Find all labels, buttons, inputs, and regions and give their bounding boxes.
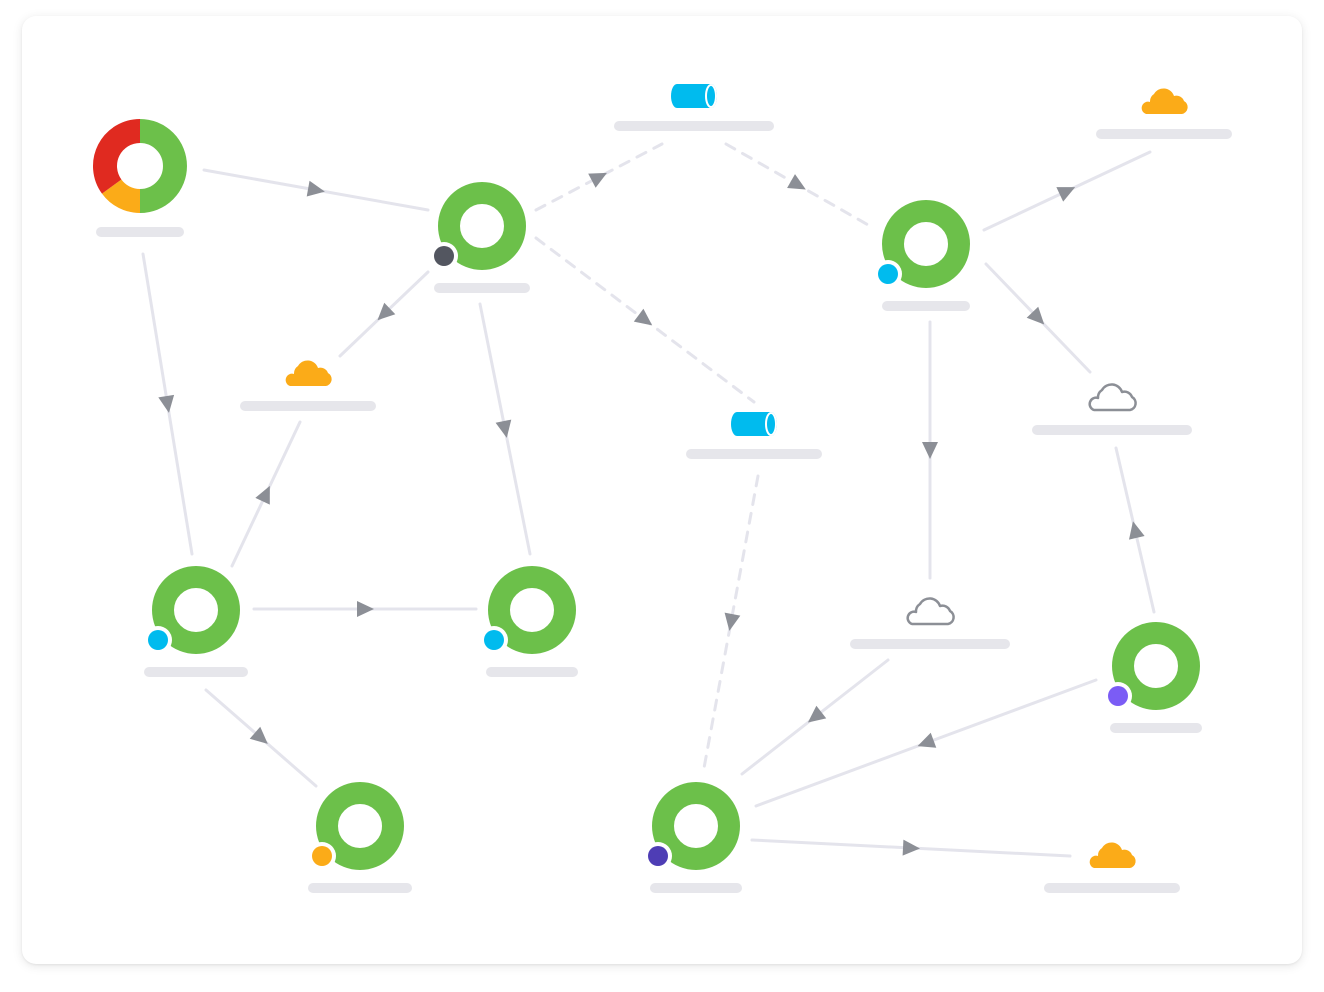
node-label-placeholder <box>434 283 530 293</box>
node-label-placeholder <box>240 401 376 411</box>
arrow-icon <box>917 732 937 748</box>
status-segment-warning <box>101 178 141 213</box>
arrow-icon <box>588 172 607 188</box>
arrow-icon <box>633 308 653 326</box>
node-label-placeholder <box>1096 129 1232 139</box>
arrow-icon <box>495 419 512 438</box>
ring-status-icon <box>438 182 526 270</box>
status-badge <box>1104 682 1132 710</box>
status-segment-healthy <box>139 119 187 213</box>
cloud-outline-icon <box>1088 383 1137 412</box>
node-cloud-center[interactable] <box>850 597 1010 649</box>
edge-service-a-to-cloud-mid-left <box>338 270 430 358</box>
edge-service-c-to-service-f <box>204 688 318 788</box>
arrow-icon <box>1129 521 1145 540</box>
queue-cylinder-icon <box>671 84 717 108</box>
node-label-placeholder <box>1044 883 1180 893</box>
node-cloud-top-right[interactable] <box>1096 88 1232 139</box>
arrow-icon <box>922 442 938 459</box>
node-service-b[interactable] <box>874 200 970 311</box>
cloud-icon <box>1089 842 1136 868</box>
arrow-icon <box>357 601 374 617</box>
edge-service-b-to-cloud-top-right <box>982 150 1152 232</box>
edge-service-e-to-cloud-mid-right <box>1114 446 1156 614</box>
arrow-icon <box>724 612 741 631</box>
arrow-icon <box>1026 306 1045 325</box>
cloud-icon <box>285 360 332 386</box>
edge-service-b-to-cloud-center <box>922 320 938 580</box>
node-root-service[interactable] <box>93 119 187 237</box>
ring-status-icon <box>488 566 576 654</box>
nodes-layer <box>93 84 1232 893</box>
node-label-placeholder <box>850 639 1010 649</box>
status-badge <box>874 260 902 288</box>
node-queue-mid[interactable] <box>686 412 822 459</box>
node-label-placeholder <box>650 883 742 893</box>
edge-root-service-to-service-c <box>141 252 194 556</box>
edge-queue-mid-to-service-g <box>702 474 760 770</box>
node-label-placeholder <box>96 227 184 237</box>
node-service-c[interactable] <box>144 566 248 677</box>
node-cloud-mid-left[interactable] <box>240 360 376 411</box>
status-segment-critical <box>93 119 141 194</box>
ring-status-icon <box>316 782 404 870</box>
edges-layer <box>141 142 1156 858</box>
arrow-icon <box>807 705 827 723</box>
edge-service-a-to-queue-mid <box>534 236 756 404</box>
edge-queue-top-to-service-b <box>724 142 872 228</box>
node-label-placeholder <box>882 301 970 311</box>
arrow-icon <box>377 302 396 321</box>
node-label-placeholder <box>1032 425 1192 435</box>
arrow-icon <box>787 174 806 190</box>
node-service-e[interactable] <box>1104 622 1202 733</box>
node-label-placeholder <box>614 121 774 131</box>
node-cloud-bottom-right[interactable] <box>1044 842 1180 893</box>
node-label-placeholder <box>144 667 248 677</box>
edge-service-c-to-cloud-mid-left <box>230 420 302 568</box>
arrow-icon <box>306 180 325 197</box>
ring-status-icon <box>152 566 240 654</box>
cloud-icon <box>1141 88 1188 114</box>
status-badge <box>430 242 458 270</box>
arrow-icon <box>249 726 268 744</box>
node-label-placeholder <box>308 883 412 893</box>
arrow-icon <box>902 839 920 856</box>
status-badge <box>144 626 172 654</box>
ring-status-icon <box>882 200 970 288</box>
node-queue-top[interactable] <box>614 84 774 131</box>
arrow-icon <box>158 394 175 413</box>
edge-service-c-to-service-d <box>252 601 478 617</box>
edge-cloud-center-to-service-g <box>740 658 890 776</box>
donut-status-icon <box>93 119 187 213</box>
node-label-placeholder <box>486 667 578 677</box>
edge-service-b-to-cloud-mid-right <box>984 262 1092 374</box>
arrow-icon <box>255 485 270 505</box>
edge-service-g-to-cloud-bottom-right <box>750 838 1072 858</box>
node-label-placeholder <box>1110 723 1202 733</box>
node-service-a[interactable] <box>430 182 530 293</box>
cloud-outline-icon <box>906 597 955 626</box>
status-badge <box>480 626 508 654</box>
ring-status-icon <box>652 782 740 870</box>
node-service-g[interactable] <box>644 782 742 893</box>
edge-service-e-to-service-g <box>754 678 1098 808</box>
arrow-icon <box>1056 187 1076 202</box>
node-service-d[interactable] <box>480 566 578 677</box>
node-label-placeholder <box>686 449 822 459</box>
status-badge <box>308 842 336 870</box>
queue-cylinder-icon <box>731 412 777 436</box>
status-badge <box>644 842 672 870</box>
edge-service-a-to-service-d <box>478 302 532 556</box>
edge-root-service-to-service-a <box>202 168 430 212</box>
node-service-f[interactable] <box>308 782 412 893</box>
node-cloud-mid-right[interactable] <box>1032 383 1192 435</box>
edge-service-a-to-queue-top <box>534 142 664 212</box>
ring-status-icon <box>1112 622 1200 710</box>
